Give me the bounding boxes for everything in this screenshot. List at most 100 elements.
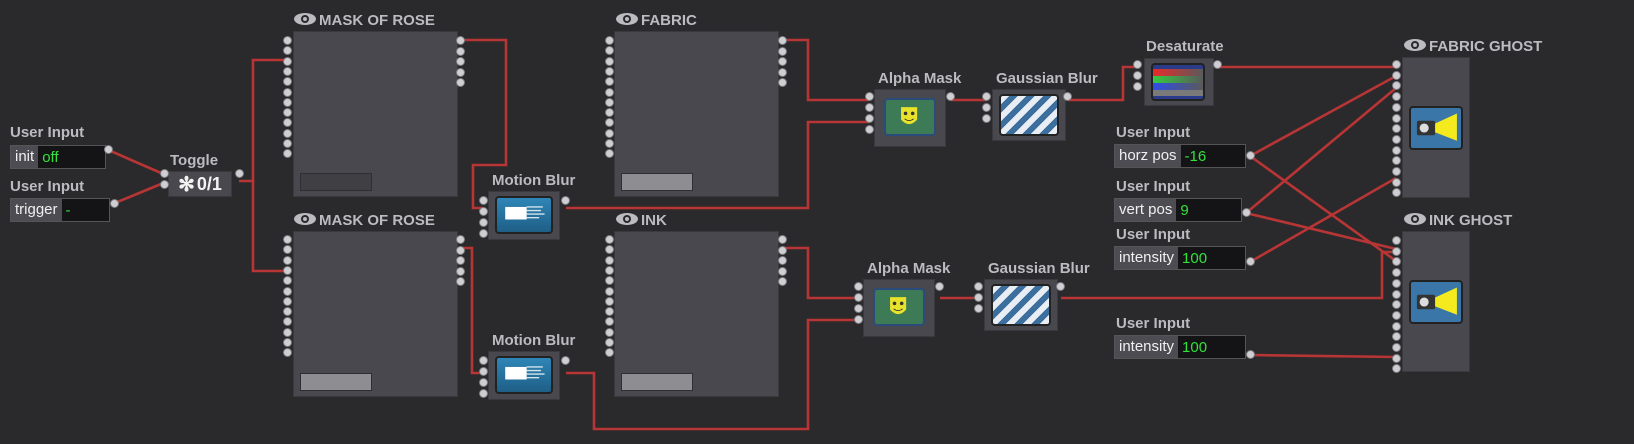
- input-port[interactable]: [605, 66, 614, 76]
- input-port[interactable]: [283, 348, 292, 358]
- media-slot[interactable]: [621, 173, 693, 191]
- input-port[interactable]: [283, 139, 292, 148]
- input-port[interactable]: [1392, 156, 1401, 166]
- layer-mask-of-rose-top[interactable]: MASK OF ROSE: [283, 12, 473, 202]
- toggle-body[interactable]: ✻ 0/1: [168, 171, 232, 197]
- input-port[interactable]: [865, 92, 874, 101]
- input-port[interactable]: [283, 66, 292, 76]
- output-port[interactable]: [456, 266, 465, 276]
- input-port[interactable]: [1392, 332, 1401, 342]
- input-port[interactable]: [605, 77, 614, 87]
- output-port[interactable]: [946, 92, 955, 101]
- input-port[interactable]: [605, 97, 614, 107]
- output-port[interactable]: [456, 67, 465, 77]
- layer-fabric-ghost[interactable]: FABRIC GHOST: [1394, 38, 1594, 208]
- media-slot[interactable]: [300, 373, 372, 391]
- input-port[interactable]: [865, 114, 874, 123]
- toggle-node[interactable]: Toggle ✻ 0/1: [160, 152, 248, 202]
- input-port[interactable]: [605, 255, 614, 265]
- input-port[interactable]: [283, 108, 292, 118]
- input-port[interactable]: [479, 367, 488, 376]
- input-port[interactable]: [982, 103, 991, 112]
- input-port[interactable]: [1392, 257, 1401, 267]
- output-port[interactable]: [456, 277, 465, 286]
- input-port[interactable]: [1392, 321, 1401, 331]
- input-port[interactable]: [1392, 145, 1401, 155]
- input-port-1[interactable]: [160, 169, 169, 178]
- input-port[interactable]: [283, 286, 292, 296]
- input-port[interactable]: [479, 207, 488, 216]
- input-port[interactable]: [982, 114, 991, 123]
- input-port[interactable]: [854, 282, 863, 291]
- alpha-mask-top-node[interactable]: Alpha Mask: [866, 70, 966, 152]
- output-port[interactable]: [1242, 208, 1251, 217]
- output-port[interactable]: [1246, 151, 1255, 160]
- input-port[interactable]: [1392, 81, 1401, 91]
- input-port[interactable]: [605, 276, 614, 286]
- output-port[interactable]: [561, 356, 570, 365]
- input-port[interactable]: [1392, 60, 1401, 69]
- output-port[interactable]: [1063, 92, 1072, 101]
- gaussian-blur-top-node[interactable]: Gaussian Blur: [984, 70, 1124, 146]
- media-slot[interactable]: [621, 373, 693, 391]
- input-port[interactable]: [283, 296, 292, 306]
- input-port[interactable]: [479, 218, 488, 227]
- input-port[interactable]: [605, 118, 614, 128]
- input-port[interactable]: [605, 139, 614, 148]
- output-port[interactable]: [778, 36, 787, 45]
- input-port[interactable]: [854, 304, 863, 313]
- input-port[interactable]: [283, 56, 292, 66]
- input-port[interactable]: [283, 128, 292, 138]
- input-port[interactable]: [283, 87, 292, 97]
- vert-pos-field[interactable]: vert pos 9: [1114, 198, 1242, 222]
- input-port[interactable]: [865, 103, 874, 112]
- input-port[interactable]: [605, 286, 614, 296]
- input-port[interactable]: [854, 315, 863, 324]
- user-input-trigger-node[interactable]: User Input trigger -: [10, 178, 122, 228]
- input-port[interactable]: [605, 108, 614, 118]
- input-port[interactable]: [283, 255, 292, 265]
- input-port[interactable]: [865, 125, 874, 134]
- output-port[interactable]: [110, 199, 119, 208]
- gaussian-blur-bottom-node[interactable]: Gaussian Blur: [976, 260, 1116, 336]
- input-port[interactable]: [1392, 236, 1401, 245]
- output-port[interactable]: [456, 78, 465, 87]
- output-port[interactable]: [104, 145, 113, 154]
- user-input-horz-pos-node[interactable]: User Input horz pos -16: [1114, 124, 1260, 174]
- input-port[interactable]: [605, 235, 614, 244]
- input-port[interactable]: [1392, 300, 1401, 310]
- input-port[interactable]: [1392, 102, 1401, 112]
- input-port[interactable]: [605, 348, 614, 358]
- motion-blur-top-node[interactable]: Motion Blur: [480, 172, 590, 244]
- input-port[interactable]: [283, 46, 292, 56]
- input-port[interactable]: [605, 317, 614, 327]
- input-port[interactable]: [283, 235, 292, 244]
- input-port[interactable]: [605, 307, 614, 317]
- input-port[interactable]: [605, 36, 614, 45]
- input-port[interactable]: [1392, 167, 1401, 176]
- output-port[interactable]: [456, 256, 465, 265]
- output-port[interactable]: [778, 245, 787, 255]
- output-port[interactable]: [778, 235, 787, 244]
- trigger-field[interactable]: trigger -: [10, 198, 110, 222]
- input-port[interactable]: [974, 293, 983, 302]
- intensity-field[interactable]: intensity 100: [1114, 335, 1246, 359]
- input-port[interactable]: [1133, 60, 1142, 69]
- input-port[interactable]: [982, 92, 991, 101]
- output-port[interactable]: [778, 67, 787, 77]
- input-port[interactable]: [1392, 364, 1401, 374]
- input-port[interactable]: [974, 304, 983, 313]
- input-port[interactable]: [1133, 71, 1142, 80]
- input-port[interactable]: [479, 196, 488, 205]
- input-port[interactable]: [283, 276, 292, 286]
- input-port[interactable]: [1392, 343, 1401, 352]
- input-port[interactable]: [1392, 70, 1401, 80]
- input-port[interactable]: [283, 77, 292, 87]
- user-input-intensity-ink-node[interactable]: User Input intensity 100: [1114, 315, 1260, 365]
- input-port[interactable]: [854, 293, 863, 302]
- input-port[interactable]: [1392, 278, 1401, 288]
- output-port[interactable]: [235, 169, 244, 178]
- input-port[interactable]: [479, 229, 488, 238]
- input-port[interactable]: [283, 338, 292, 347]
- output-port[interactable]: [1213, 60, 1222, 69]
